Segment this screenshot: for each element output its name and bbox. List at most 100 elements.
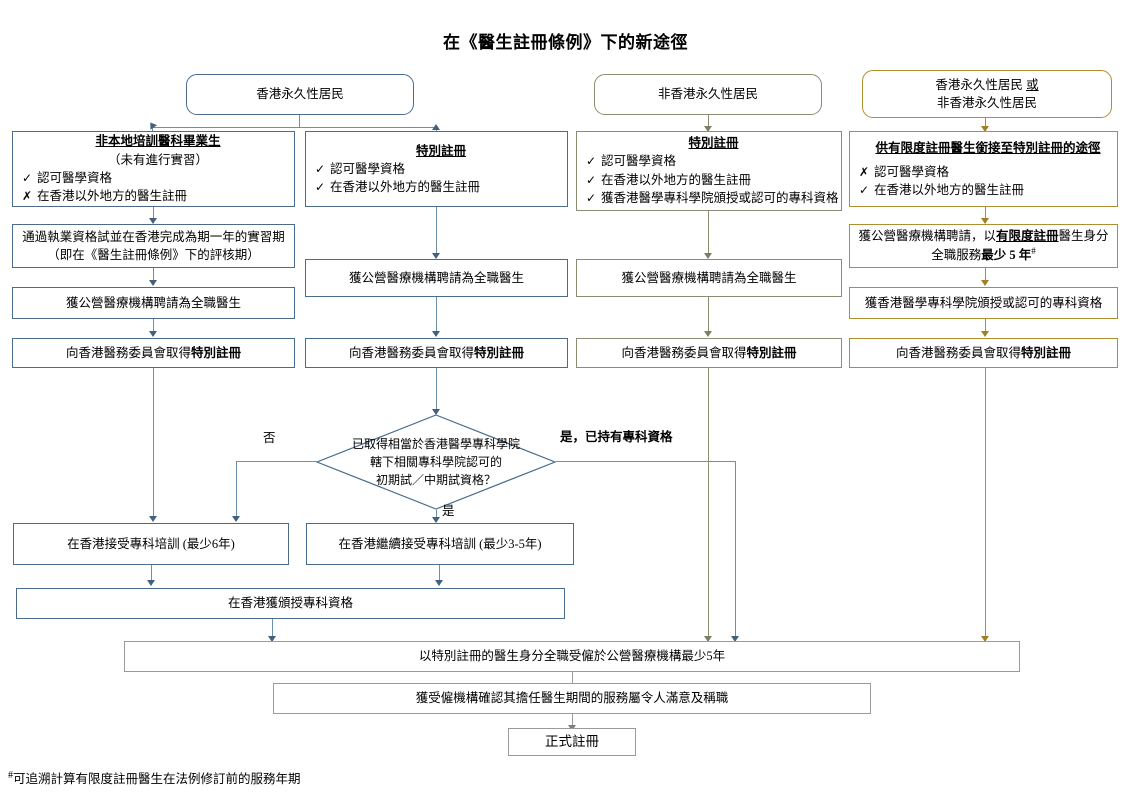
bottom-full-registration-label: 正式註冊	[545, 734, 599, 750]
cross-icon: ✗	[22, 189, 33, 204]
decision-line3: 初期試／中期試資格？	[375, 473, 496, 487]
col4-step3-label: 向香港醫務委員會取得特別註冊	[895, 345, 1072, 360]
col1-step1-box: 通過執業資格試並在香港完成為期一年的實習期 （即在《醫生註冊條例》下的評核期）	[12, 224, 295, 268]
footnote-text: 可追溯計算有限度註冊醫生在法例修訂前的服務年期	[13, 772, 301, 786]
col4-criterion: ✗認可醫學資格	[859, 163, 949, 181]
col1-step3-label: 向香港醫務委員會取得特別註冊	[65, 345, 242, 360]
arrow-into-col3	[703, 126, 712, 132]
connector-col4-to-bottom	[985, 368, 986, 641]
arrow-col2-a	[431, 253, 440, 259]
col1-step1-line1: 通過執業資格試並在香港完成為期一年的實習期	[22, 229, 285, 244]
connector-top2-to-col3	[708, 115, 709, 131]
col1-step2-label: 獲公營醫療機構聘請為全職醫生	[65, 295, 241, 310]
arrow-col1-to-training	[148, 516, 157, 522]
col4-heading: 供有限度註冊醫生銜接至特別註冊的途徑	[875, 140, 1101, 155]
col2-heading: 特別註冊	[415, 143, 466, 158]
col3-step1-label: 獲公營醫療機構聘請為全職醫生	[621, 270, 797, 285]
top-box-line1: 香港永久性居民 或	[935, 77, 1039, 92]
connector-col3-a	[708, 211, 709, 257]
col4-criteria-box: 供有限度註冊醫生銜接至特別註冊的途徑 ✗認可醫學資格 ✓在香港以外地方的醫生註冊	[849, 131, 1118, 207]
connector-bottom-b	[572, 714, 573, 730]
arrow-training-continue-down	[434, 580, 443, 586]
connector-top3-to-col4	[985, 118, 986, 131]
arrow-into-col4	[980, 126, 989, 132]
fellowship-box: 在香港獲頒授專科資格	[16, 588, 565, 619]
top-box-label: 香港永久性居民	[256, 87, 344, 102]
page-title: 在《醫生註冊條例》下的新途徑	[443, 33, 688, 52]
col1-step3-box: 向香港醫務委員會取得特別註冊	[12, 338, 295, 368]
arrow-col2-b	[431, 331, 440, 337]
bottom-serve-box: 以特別註冊的醫生身分全職受僱於公營醫療機構最少5年	[124, 641, 1020, 672]
col1-criterion: ✓認可醫學資格	[22, 169, 112, 187]
connector-col2-to-decision	[436, 368, 437, 414]
top-box-hk-permanent-resident: 香港永久性居民	[186, 74, 414, 115]
decision-diamond: 已取得相當於香港醫學專科學院 轄下相關專科學院認可的 初期試／中期試資格？	[316, 414, 556, 510]
check-icon: ✓	[586, 172, 597, 187]
arrow-col3-b	[703, 331, 712, 337]
col4-step1-line2: 全職服務最少 5 年#	[931, 246, 1036, 263]
arrow-fellowship-down	[267, 636, 276, 642]
col4-step1-box: 獲公營醫療機構聘請，以有限度註冊醫生身分 全職服務最少 5 年#	[849, 224, 1118, 268]
arrow-training-full-down	[146, 580, 155, 586]
connector-col1-c	[153, 319, 154, 336]
top-box-line1-underlined: 或	[1026, 77, 1039, 92]
decision-line1: 已取得相當於香港醫學專科學院	[351, 437, 520, 451]
training-continue-box: 在香港繼續接受專科培訓 (最少3-5年)	[306, 523, 574, 565]
connector-col1-a	[153, 207, 154, 223]
col4-step2-box: 獲香港醫學專科學院頒授或認可的專科資格	[849, 287, 1118, 319]
decision-line2: 轄下相關專科學院認可的	[369, 455, 502, 469]
arrow-col3-a	[703, 253, 712, 259]
col3-step1-box: 獲公營醫療機構聘請為全職醫生	[576, 259, 842, 297]
check-icon: ✓	[315, 161, 326, 176]
arrow-col4-to-bottom	[980, 636, 989, 642]
footnote-marker: #	[8, 769, 13, 781]
col3-criteria-box: 特別註冊 ✓認可醫學資格 ✓在香港以外地方的醫生註冊 ✓獲香港醫學專科學院頒授或…	[576, 131, 842, 211]
connector-decision-yes-v	[436, 510, 437, 522]
arrow-col4-b	[980, 280, 989, 286]
check-icon: ✓	[586, 191, 597, 206]
arrow-col4-a	[980, 218, 989, 224]
col3-step2-label: 向香港醫務委員會取得特別註冊	[621, 345, 797, 360]
training-continue-label: 在香港繼續接受專科培訓 (最少3-5年)	[338, 536, 542, 551]
arrow-decision-no	[231, 516, 240, 522]
col1-step1-line2: （即在《醫生註冊條例》下的評核期）	[47, 248, 260, 262]
col4-step3-box: 向香港醫務委員會取得特別註冊	[849, 338, 1118, 368]
arrow-into-col2	[431, 124, 440, 130]
col4-criterion: ✓在香港以外地方的醫生註冊	[859, 181, 1024, 199]
decision-label-no: 否	[263, 431, 276, 445]
bottom-full-registration-box: 正式註冊	[508, 728, 636, 756]
top-box-hk-or-non-hk-permanent-resident: 香港永久性居民 或 非香港永久性居民	[862, 70, 1112, 118]
top-box-line2: 非香港永久性居民	[936, 96, 1037, 110]
col3-criterion: ✓在香港以外地方的醫生註冊	[586, 171, 751, 189]
bottom-confirmation-box: 獲受僱機構確認其擔任醫生期間的服務屬令人滿意及稱職	[273, 683, 871, 714]
check-icon: ✓	[586, 154, 597, 169]
training-full-label: 在香港接受專科培訓 (最少6年)	[67, 536, 235, 551]
connector-decision-spec-h	[556, 461, 735, 462]
col1-heading: 非本地培訓醫科畢業生	[95, 134, 221, 149]
connector-top1-horizontal	[152, 127, 436, 128]
col1-criterion: ✗在香港以外地方的醫生註冊	[22, 187, 187, 205]
col3-criterion: ✓認可醫學資格	[586, 152, 676, 170]
col3-heading: 特別註冊	[688, 136, 739, 151]
connector-col1-to-training	[153, 368, 154, 520]
connector-top1-left-down	[152, 127, 153, 131]
col3-step2-box: 向香港醫務委員會取得特別註冊	[576, 338, 842, 368]
connector-training-continue-down	[439, 565, 440, 585]
connector-training-full-down	[151, 565, 152, 585]
arrow-col4-c	[980, 331, 989, 337]
arrow-col3-to-bottom	[703, 636, 712, 642]
arrow-col2-to-decision	[431, 409, 440, 415]
col4-step2-label: 獲香港醫學專科學院頒授或認可的專科資格	[864, 295, 1103, 310]
col2-step1-label: 獲公營醫療機構聘請為全職醫生	[348, 270, 524, 285]
connector-col3-to-bottom	[708, 368, 709, 641]
connector-bottom-a	[572, 672, 573, 690]
top-box-label: 非香港永久性居民	[657, 87, 758, 102]
bottom-confirmation-label: 獲受僱機構確認其擔任醫生期間的服務屬令人滿意及稱職	[415, 691, 729, 706]
col2-criterion: ✓在香港以外地方的醫生註冊	[315, 178, 480, 196]
connector-decision-spec-v	[735, 461, 736, 641]
connector-col3-b	[708, 297, 709, 336]
col1-step2-box: 獲公營醫療機構聘請為全職醫生	[12, 287, 295, 319]
arrow-col1-b	[148, 280, 157, 286]
check-icon: ✓	[315, 180, 326, 195]
connector-col4-a	[985, 207, 986, 223]
